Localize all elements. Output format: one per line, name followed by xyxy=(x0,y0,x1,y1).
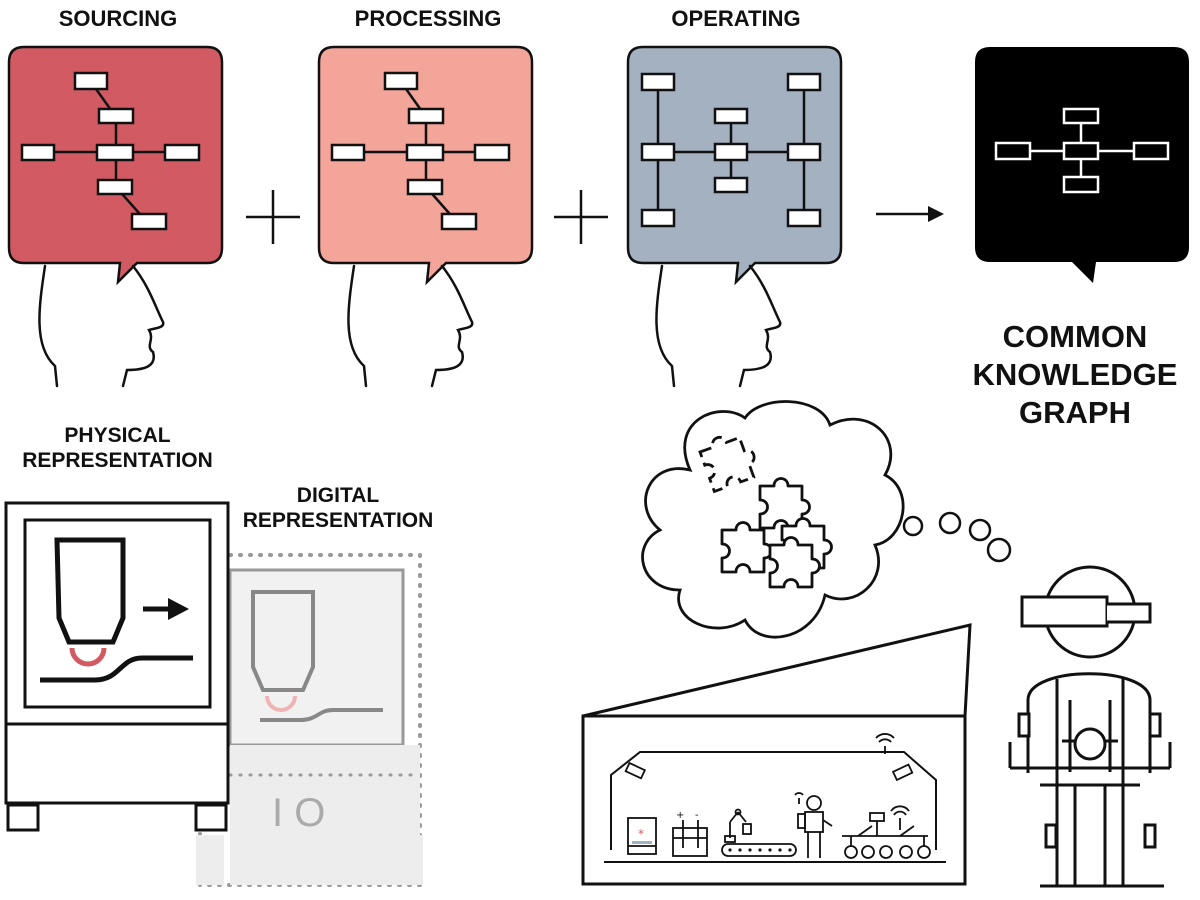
stage-title-processing: PROCESSING xyxy=(354,6,502,31)
arrow-right-icon xyxy=(143,598,189,620)
sourcing-bubble xyxy=(7,45,224,388)
svg-text:*: * xyxy=(638,827,644,841)
wifi-icon xyxy=(875,733,895,754)
puzzle-icon xyxy=(768,536,821,589)
digital-representation-title: DIGITAL REPRESENTATION xyxy=(228,484,448,534)
thought-cloud-icon xyxy=(641,400,1012,639)
processing-bubble xyxy=(317,45,534,388)
operating-bubble xyxy=(626,45,843,388)
lunar-base-icon: * + - xyxy=(581,623,972,886)
physical-title-line2: REPRESENTATION xyxy=(22,448,213,472)
plus-operator-2 xyxy=(554,190,608,244)
common-title-line1: COMMON xyxy=(1002,319,1148,354)
physical-machine xyxy=(4,501,230,832)
arrow-right-icon xyxy=(876,206,944,222)
stage-title-operating: OPERATING xyxy=(671,6,801,31)
svg-text:+: + xyxy=(676,810,684,821)
rover-icon xyxy=(842,805,931,859)
stage-title-sourcing: SOURCING xyxy=(58,6,178,31)
digital-title-line1: DIGITAL xyxy=(296,484,380,507)
puzzle-icon xyxy=(720,521,773,574)
common-knowledge-graph-title: COMMON KNOWLEDGE GRAPH xyxy=(950,318,1200,431)
digital-machine: I O xyxy=(196,553,423,887)
physical-representation-title: PHYSICAL REPRESENTATION xyxy=(5,424,230,474)
puzzle-icon xyxy=(698,435,756,494)
head-silhouette-icon xyxy=(655,264,782,388)
robot-arm-icon xyxy=(721,808,797,857)
common-graph-bubble xyxy=(975,47,1189,283)
digital-io-label: I O xyxy=(272,791,325,835)
common-title-line3: GRAPH xyxy=(1019,394,1131,430)
plus-operator-1 xyxy=(246,190,300,244)
laser-cabinet: * xyxy=(627,817,657,855)
camera-icon xyxy=(624,761,914,782)
digital-title-line2: REPRESENTATION xyxy=(242,508,434,532)
astronaut-icon xyxy=(794,792,833,858)
svg-text:-: - xyxy=(695,810,699,821)
graph-cross-icon xyxy=(994,107,1170,194)
vr-operator-icon xyxy=(1008,565,1172,888)
physical-title-line1: PHYSICAL xyxy=(64,424,171,447)
common-title-line2: KNOWLEDGE xyxy=(972,356,1178,392)
battery-icon: + - xyxy=(672,810,708,857)
head-silhouette-icon xyxy=(38,264,165,388)
head-silhouette-icon xyxy=(347,264,474,388)
